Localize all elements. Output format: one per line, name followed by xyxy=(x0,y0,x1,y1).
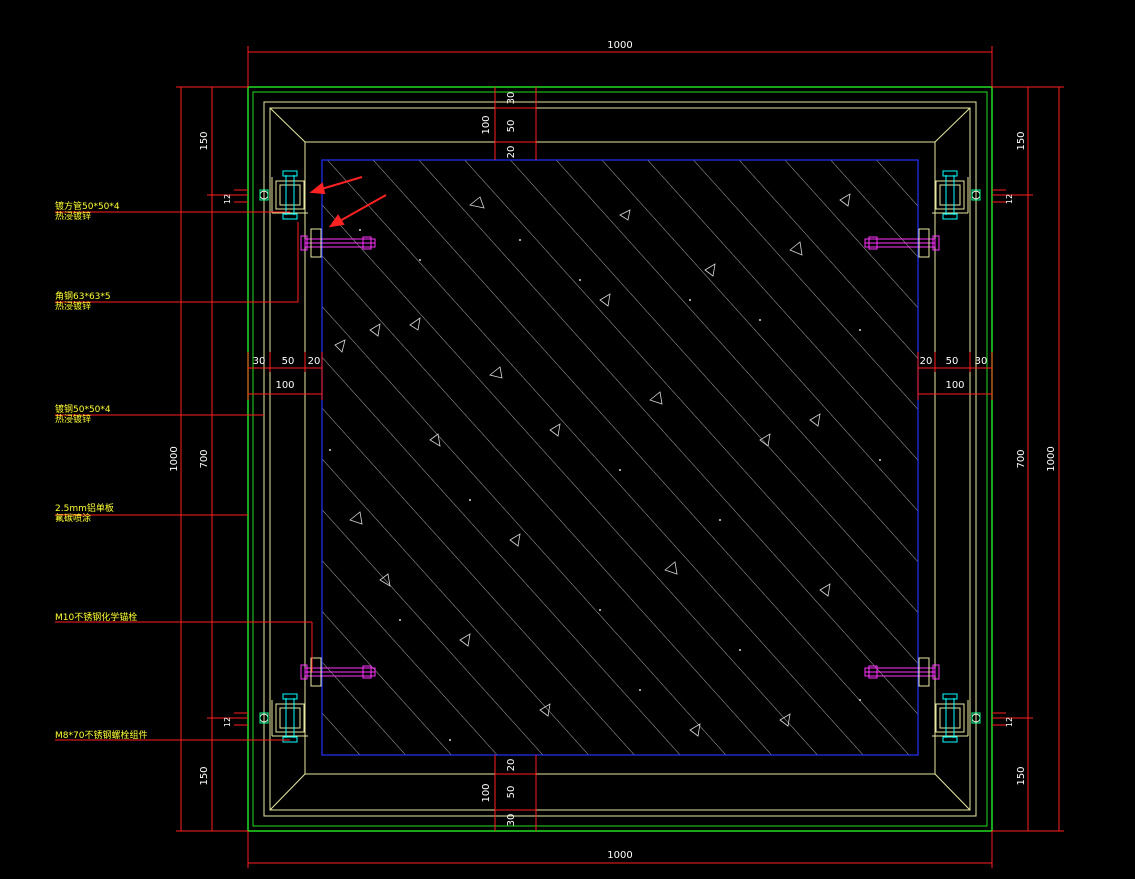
dim-left-100: 100 xyxy=(275,380,294,391)
annotation-angle-steel: 角钢63*63*5 热浸镀锌 xyxy=(55,292,111,312)
aggregate-marks xyxy=(334,193,851,737)
dim-left-150-top: 150 xyxy=(199,131,210,150)
annotation-steel-member: 镀钢50*50*4 热浸镀锌 xyxy=(55,405,111,425)
annotation-square-tube: 镀方管50*50*4 热浸镀锌 xyxy=(55,202,120,222)
annotation-steel-member-finish: 热浸镀锌 xyxy=(55,415,92,425)
dim-bolt-gap-tr: 12 xyxy=(1005,194,1014,204)
corner-bracket-tr xyxy=(931,170,981,220)
dim-bolt-gap-br: 12 xyxy=(1005,717,1014,727)
annotation-aluminum-panel-finish: 氟碳喷涂 xyxy=(55,514,92,524)
dim-left-20: 20 xyxy=(308,356,321,367)
leader-lines xyxy=(55,211,313,741)
dim-left-50: 50 xyxy=(282,356,295,367)
dim-overall-width-bottom: 1000 xyxy=(607,850,632,861)
corner-bracket-bl xyxy=(259,693,309,743)
dim-bottom-20: 20 xyxy=(506,759,517,772)
annotation-bolt-assembly-spec: M8*70不锈钢螺栓组件 xyxy=(55,731,148,741)
dim-top-100: 100 xyxy=(481,115,492,134)
dim-right-20: 20 xyxy=(920,356,933,367)
dim-right-50: 50 xyxy=(946,356,959,367)
stone-hatch xyxy=(322,160,918,755)
dim-left-700: 700 xyxy=(199,449,210,468)
dim-bottom-100: 100 xyxy=(481,783,492,802)
dim-right-150-bottom: 150 xyxy=(1016,766,1027,785)
aggregate-dots xyxy=(329,229,881,741)
panel-outline-2 xyxy=(269,107,971,811)
dim-top-30: 30 xyxy=(506,92,517,105)
annotation-square-tube-finish: 热浸镀锌 xyxy=(55,212,92,222)
dim-top-50: 50 xyxy=(506,120,517,133)
annotation-chemical-anchor: M10不锈钢化学锚栓 xyxy=(55,613,137,623)
pointer-arrows xyxy=(309,176,387,228)
panel-inner-outline xyxy=(304,141,936,775)
slab-border xyxy=(321,159,919,756)
annotation-angle-steel-finish: 热浸镀锌 xyxy=(55,302,92,312)
annotation-square-tube-spec: 镀方管50*50*4 xyxy=(55,202,120,212)
annotation-aluminum-panel: 2.5mm铝单板 氟碳喷涂 xyxy=(55,504,114,524)
dim-top-20: 20 xyxy=(506,146,517,159)
dim-bottom-30: 30 xyxy=(506,814,517,827)
panel-outline xyxy=(263,101,977,817)
dim-bolt-gap-tl: 12 xyxy=(223,194,232,204)
annotation-aluminum-panel-spec: 2.5mm铝单板 xyxy=(55,504,114,514)
annotation-bolt-assembly: M8*70不锈钢螺栓组件 xyxy=(55,731,147,741)
corner-bracket-br xyxy=(931,693,981,743)
dim-bottom-50: 50 xyxy=(506,786,517,799)
annotation-steel-member-spec: 镀钢50*50*4 xyxy=(55,405,111,415)
dim-left-30: 30 xyxy=(253,356,266,367)
mitre-lines xyxy=(269,107,971,811)
dim-overall-height-left: 1000 xyxy=(169,446,180,471)
dim-overall-width-top: 1000 xyxy=(607,40,632,51)
dim-right-100: 100 xyxy=(945,380,964,391)
dim-bolt-gap-bl: 12 xyxy=(223,717,232,727)
annotation-angle-steel-spec: 角钢63*63*5 xyxy=(55,292,111,302)
outer-frame-inner xyxy=(252,91,988,827)
dim-right-150-top: 150 xyxy=(1016,131,1027,150)
dim-overall-height-right: 1000 xyxy=(1046,446,1057,471)
dim-right-30: 30 xyxy=(975,356,988,367)
dim-right-700: 700 xyxy=(1016,449,1027,468)
annotation-chemical-anchor-spec: M10不锈钢化学锚栓 xyxy=(55,613,138,623)
dimension-lines xyxy=(176,46,1064,868)
outer-frame xyxy=(247,86,993,832)
dim-left-150-bottom: 150 xyxy=(199,766,210,785)
